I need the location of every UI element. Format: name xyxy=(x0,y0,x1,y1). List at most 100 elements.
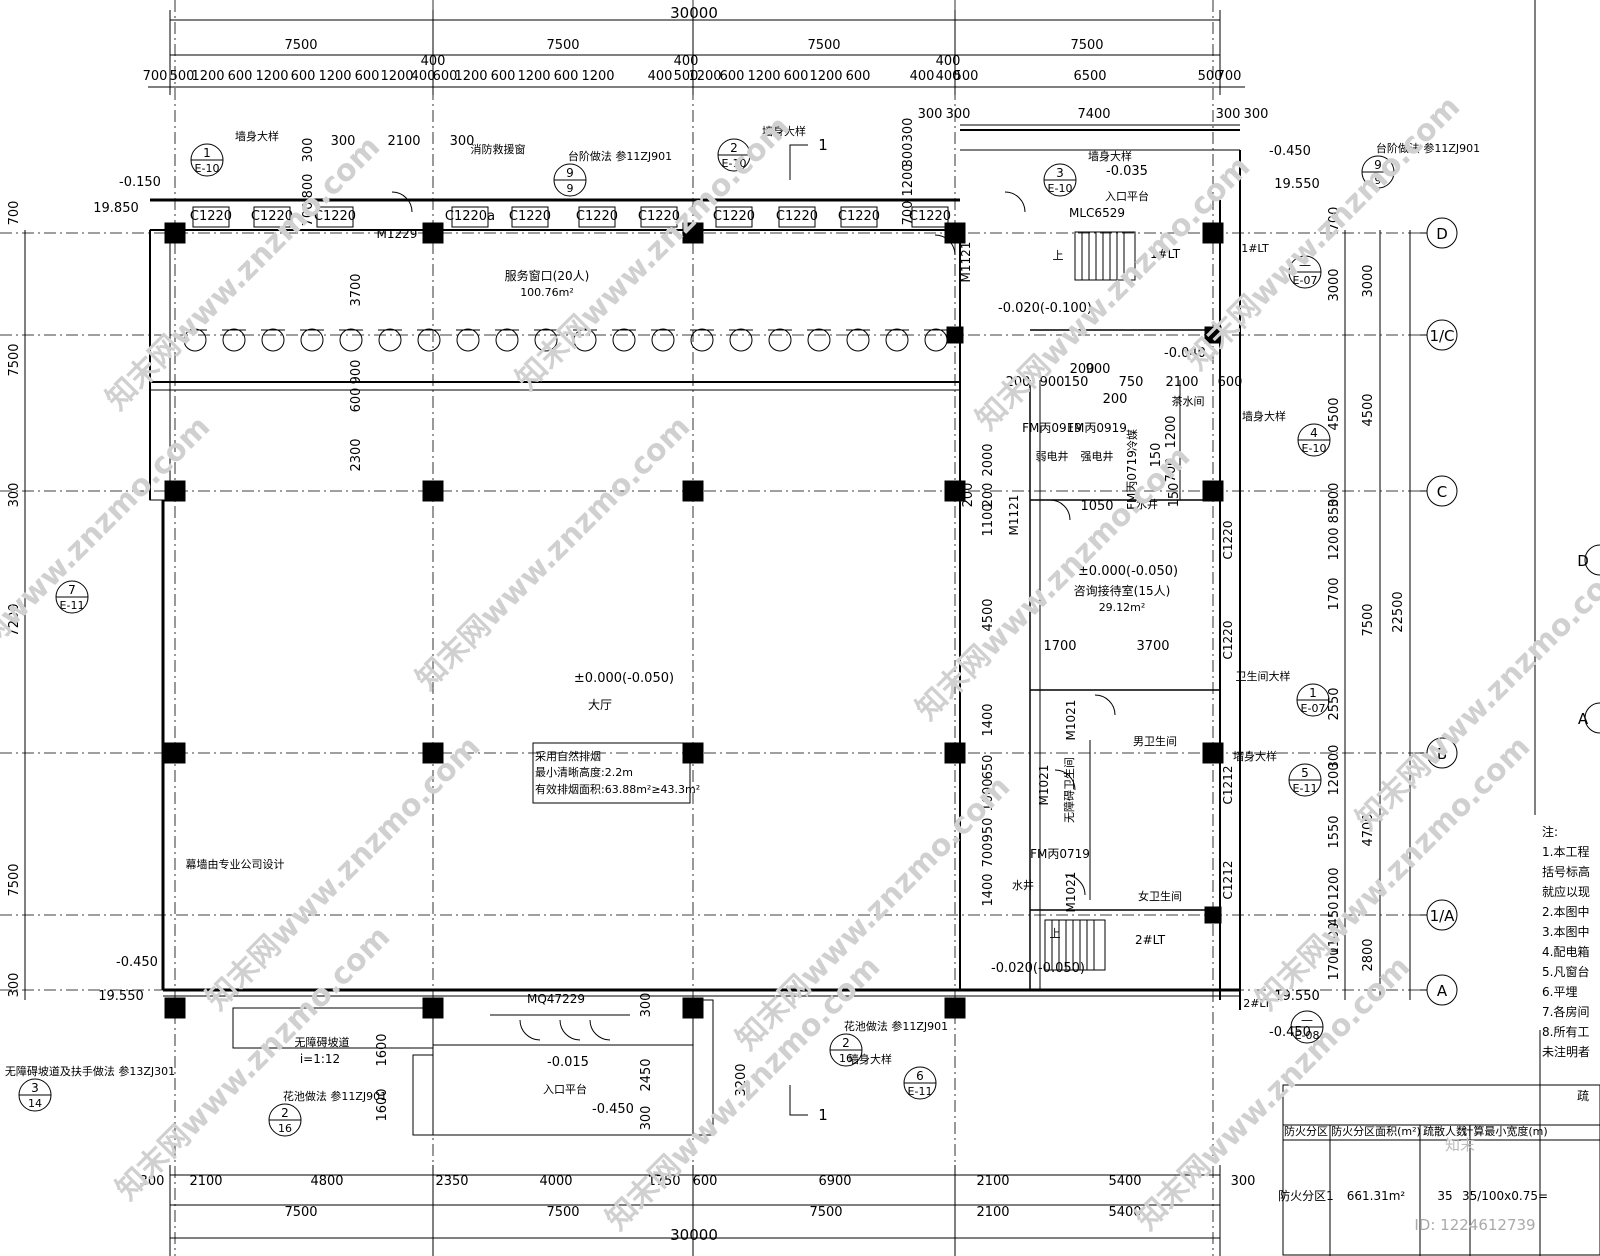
table-header-2: 疏散人数 xyxy=(1423,1124,1467,1138)
dim-top-fine-5: 600 xyxy=(291,69,316,84)
dim-top-fine-4: 1200 xyxy=(255,69,288,84)
watermark-text-0: 知末网www.znzmo.com xyxy=(99,129,387,417)
door-swing xyxy=(391,191,413,213)
dim-core-16: 200 xyxy=(961,483,976,508)
dim-core-3: 200 xyxy=(1070,362,1095,377)
dim-bottom-fine-0: 300 xyxy=(140,1174,165,1189)
dim-bottom-bay-2: 7500 xyxy=(809,1205,842,1220)
room-weak-shaft: 弱电井 xyxy=(1036,449,1069,463)
dim-mid-vertical-6: 4500 xyxy=(981,598,996,631)
dim-core-13: 700 xyxy=(1164,458,1179,483)
service-window-seat xyxy=(183,328,207,352)
level-mark-8: -0.040 xyxy=(1164,346,1206,361)
dim-mid-vertical-16: 3200 xyxy=(734,1063,749,1096)
callout-number-1: 2 xyxy=(730,141,738,155)
dim-top-fine-29: 6500 xyxy=(1073,69,1106,84)
dim-upper-right-1: 300 xyxy=(946,107,971,122)
structural-column xyxy=(1202,480,1224,502)
window-frame xyxy=(578,206,616,228)
dim-top-height-0: 300 xyxy=(301,138,316,163)
dim-top-400-b: 400 xyxy=(674,54,699,69)
dim-mid-vertical-14: 1600 xyxy=(375,1088,390,1121)
watermark-text-4: 知末网www.znzmo.com xyxy=(0,409,217,697)
dim-top-fine-20: 600 xyxy=(720,69,745,84)
callout-sheet-0: E-10 xyxy=(195,162,220,175)
dim-mid-vertical-5: 1100 xyxy=(981,503,996,536)
structural-column xyxy=(944,997,966,1019)
callout-text-6: 台阶做法 参11ZJ901 xyxy=(568,149,672,163)
callout-number-3: 4 xyxy=(1310,426,1318,440)
side-note-5: 3.本图中 xyxy=(1542,924,1589,939)
callout-text-10: 无障碍坡道及扶手做法 参13ZJ301 xyxy=(5,1064,175,1078)
side-note-9: 7.各房间 xyxy=(1542,1004,1589,1019)
callout-text-3: 墙身大样 xyxy=(1242,409,1286,423)
note-ramp-slope: i=1:12 xyxy=(300,1052,340,1066)
callout-number-12: — xyxy=(1299,258,1311,272)
door-label-0: M1229 xyxy=(377,227,418,241)
side-note-0: 注: xyxy=(1542,824,1558,839)
table-cell-3: 35/100x0.75= xyxy=(1462,1189,1548,1203)
structural-column xyxy=(944,222,966,244)
callout-sheet-1: E-10 xyxy=(722,157,747,170)
structural-column xyxy=(944,480,966,502)
dim-core-0: 200 xyxy=(1006,375,1031,390)
dim-right-outer-9: 1200 xyxy=(1327,762,1342,795)
window-frame xyxy=(451,206,489,228)
dim-mid-vertical-11: 700 xyxy=(981,843,996,868)
window-top-10: C1220 xyxy=(909,209,951,224)
room-accessible-wc: 无障碍卫生间 xyxy=(1062,757,1076,823)
callout-number-10: 3 xyxy=(31,1081,39,1095)
structural-column xyxy=(1202,222,1224,244)
service-window-seat xyxy=(261,328,285,352)
callout-text-5: 墙身大样 xyxy=(848,1052,892,1066)
structural-column xyxy=(1204,326,1222,344)
door-swing xyxy=(1049,499,1071,521)
dim-bottom-bay-0: 7500 xyxy=(284,1205,317,1220)
room-water-shaft-2: 水井 xyxy=(1012,878,1034,892)
room-water-shaft-1: 水井 xyxy=(1136,497,1158,511)
level-mark-2: -0.450 xyxy=(116,955,158,970)
axis-bubble-partial xyxy=(1584,544,1600,576)
side-note-3: 就应以现 xyxy=(1542,884,1590,899)
service-window-seat xyxy=(885,328,909,352)
watermark-text-9: 知末网www.znzmo.com xyxy=(729,769,1017,1057)
window-frame xyxy=(316,206,354,228)
service-window-seat xyxy=(807,328,831,352)
dim-mid-vertical-15: 2450 xyxy=(639,1058,654,1091)
dim-top-fine-15: 1200 xyxy=(581,69,614,84)
dim-top-400-c: 400 xyxy=(936,54,961,69)
dim-top-fine-3: 600 xyxy=(228,69,253,84)
service-window-seat xyxy=(924,328,948,352)
dim-right-outer-5: 1200 xyxy=(1327,527,1342,560)
room-tea: 茶水间 xyxy=(1172,395,1205,408)
dim-top-400-a: 400 xyxy=(421,54,446,69)
planter-left xyxy=(412,1054,434,1136)
door-label-1: MLC6529 xyxy=(1069,206,1125,220)
dim-core-11: 3700 xyxy=(1136,639,1169,654)
window-top-7: C1220 xyxy=(713,209,755,224)
callout-number-0: 1 xyxy=(203,146,211,160)
structural-column xyxy=(1204,906,1222,924)
callout-number-13: — xyxy=(1301,1013,1313,1027)
room-strong-shaft: 强电井 xyxy=(1081,449,1114,463)
callout-text-9: 花池做法 参11ZJ901 xyxy=(283,1089,387,1103)
dim-right-outer-2: 4500 xyxy=(1327,397,1342,430)
callout-number-9: 2 xyxy=(281,1106,289,1120)
dim-core-7: 600 xyxy=(1218,375,1243,390)
level-mark-0: -0.150 xyxy=(119,175,161,190)
level-mark-4: -0.035 xyxy=(1106,164,1148,179)
room-consult-level: ±0.000(-0.050) xyxy=(1078,564,1178,579)
side-note-10: 8.所有工 xyxy=(1542,1025,1589,1039)
callout-sheet-12: E-07 xyxy=(1293,274,1318,287)
dim-top-height-4: 300 xyxy=(901,143,916,168)
service-window-seat xyxy=(339,328,363,352)
callout-sheet-3: E-10 xyxy=(1302,442,1327,455)
structural-column xyxy=(164,480,186,502)
dim-top-fine-19: 1200 xyxy=(688,69,721,84)
service-window-seat xyxy=(768,328,792,352)
room-consult-area: 29.12m² xyxy=(1099,601,1146,614)
side-note-4: 2.本图中 xyxy=(1542,904,1589,919)
dim-right-inner-2: 7500 xyxy=(1361,603,1376,636)
